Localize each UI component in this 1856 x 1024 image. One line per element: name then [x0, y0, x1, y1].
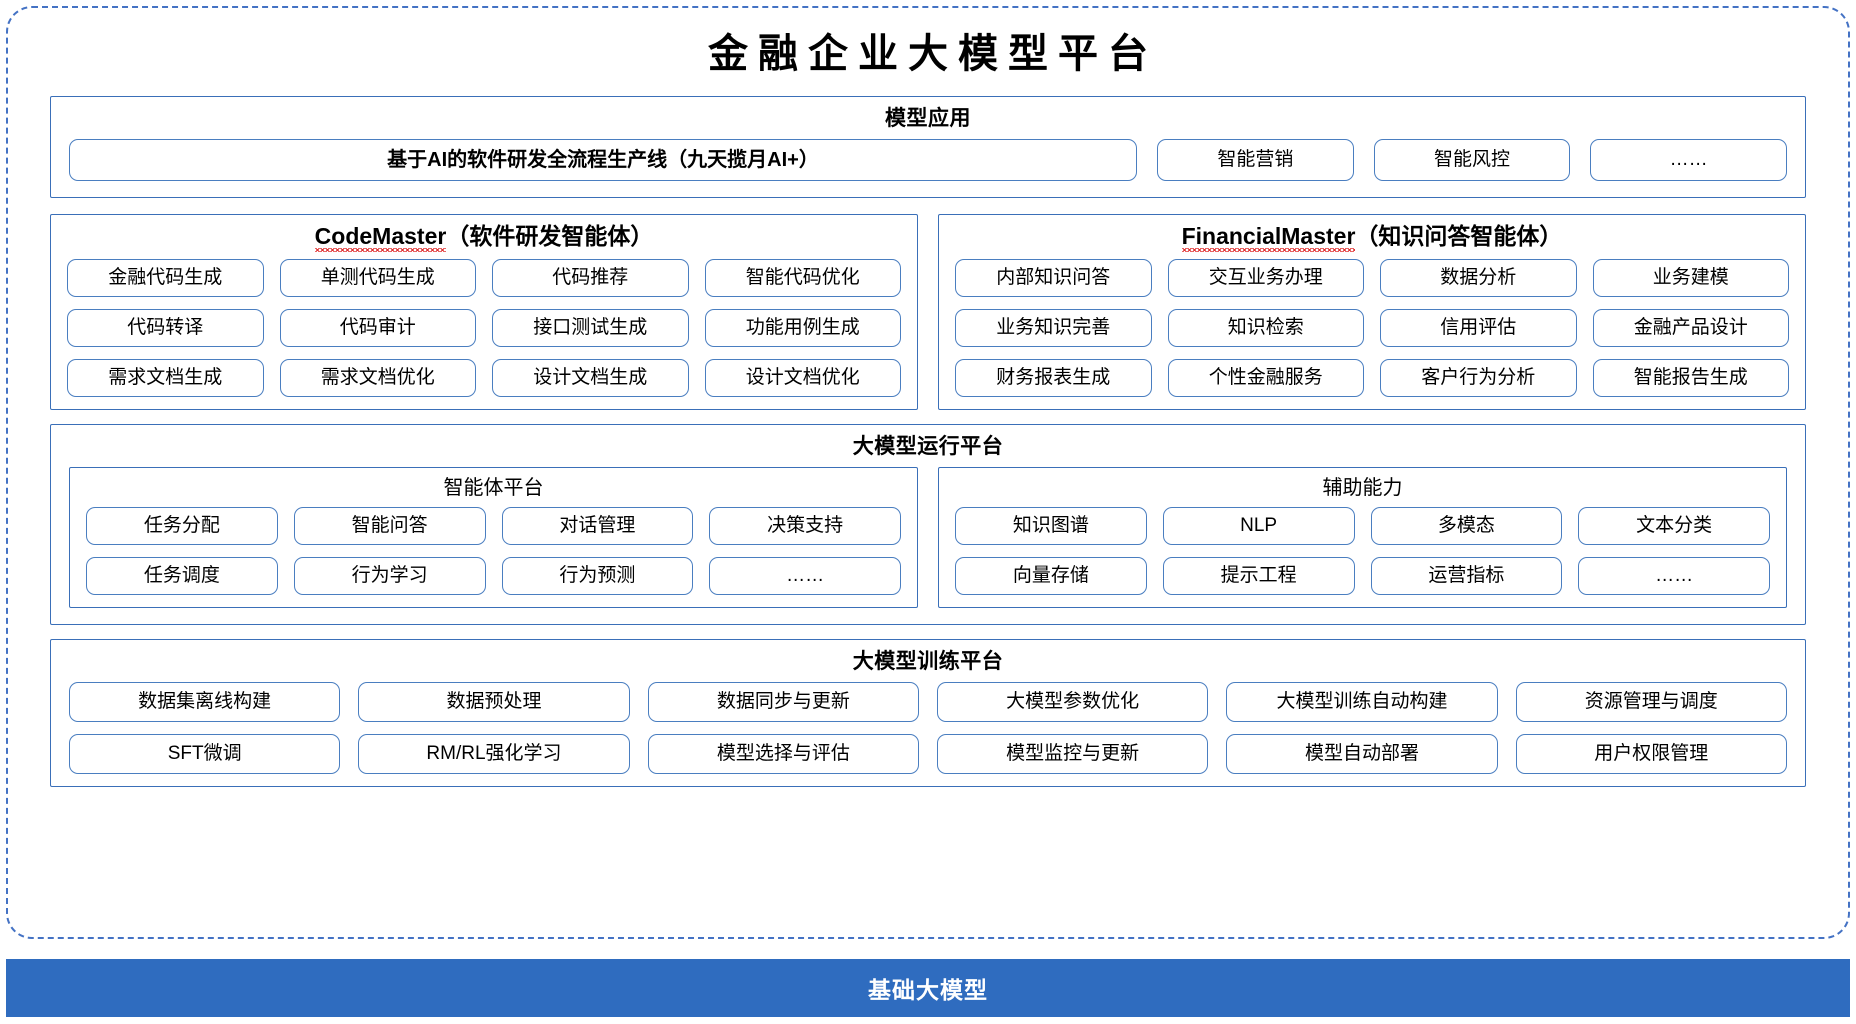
- training-pill-2-2[interactable]: RM/RL强化学习: [358, 734, 630, 774]
- training-pill-2-1[interactable]: SFT微调: [69, 734, 341, 774]
- section-training-platform: 大模型训练平台 数据集离线构建 数据预处理 数据同步与更新 大模型参数优化 大模…: [50, 639, 1806, 787]
- financialmaster-pill-1-4[interactable]: 业务建模: [1592, 259, 1789, 297]
- support-capability-pill-1-2[interactable]: NLP: [1162, 507, 1355, 545]
- training-pill-1-2[interactable]: 数据预处理: [358, 682, 630, 722]
- app-pill-risk-control[interactable]: 智能风控: [1373, 139, 1571, 181]
- financialmaster-pill-2-2[interactable]: 知识检索: [1167, 309, 1364, 347]
- training-platform-heading: 大模型训练平台: [852, 650, 1004, 673]
- codemaster-pill-3-4[interactable]: 设计文档优化: [704, 359, 901, 397]
- support-capability-heading: 辅助能力: [1322, 477, 1403, 499]
- codemaster-pill-1-4[interactable]: 智能代码优化: [704, 259, 901, 297]
- training-pill-1-5[interactable]: 大模型训练自动构建: [1226, 682, 1498, 722]
- agent-codemaster-heading: CodeMaster（软件研发智能体）: [51, 215, 917, 259]
- support-capability-pill-1-4[interactable]: 文本分类: [1578, 507, 1770, 545]
- codemaster-pill-1-2[interactable]: 单测代码生成: [279, 259, 476, 297]
- support-capability-pill-2-2[interactable]: 提示工程: [1162, 557, 1355, 595]
- runtime-column-agent-platform: 智能体平台 任务分配 智能问答 对话管理 决策支持 任务调度 行为学习 行为预测…: [69, 467, 918, 608]
- financialmaster-pill-3-4[interactable]: 智能报告生成: [1592, 359, 1789, 397]
- base-model-label: 基础大模型: [868, 977, 988, 1003]
- codemaster-pill-3-3[interactable]: 设计文档生成: [492, 359, 689, 397]
- app-primary-pill[interactable]: 基于AI的软件研发全流程生产线（九天揽月AI+）: [69, 139, 1137, 181]
- training-row-2: SFT微调 RM/RL强化学习 模型选择与评估 模型监控与更新 模型自动部署 用…: [51, 734, 1805, 786]
- financialmaster-pill-1-3[interactable]: 数据分析: [1380, 259, 1577, 297]
- financialmaster-pill-3-2[interactable]: 个性金融服务: [1167, 359, 1364, 397]
- support-capability-pill-2-4[interactable]: ……: [1578, 557, 1770, 595]
- agent-platform-pill-1-4[interactable]: 决策支持: [709, 507, 901, 545]
- financialmaster-pill-1-2[interactable]: 交互业务办理: [1167, 259, 1364, 297]
- training-pill-2-4[interactable]: 模型监控与更新: [936, 734, 1209, 774]
- support-capability-row-2: 向量存储 提示工程 运营指标 ……: [939, 557, 1786, 607]
- codemaster-row-1: 金融代码生成 单测代码生成 代码推荐 智能代码优化: [51, 259, 917, 309]
- financialmaster-row-3: 财务报表生成 个性金融服务 客户行为分析 智能报告生成: [939, 359, 1805, 409]
- model-application-heading: 模型应用: [885, 107, 971, 130]
- codemaster-pill-2-3[interactable]: 接口测试生成: [492, 309, 689, 347]
- app-pill-marketing[interactable]: 智能营销: [1157, 139, 1354, 181]
- support-capability-pill-1-3[interactable]: 多模态: [1370, 507, 1563, 545]
- agent-financialmaster-heading: FinancialMaster（知识问答智能体）: [939, 215, 1805, 259]
- section-runtime-platform: 大模型运行平台 智能体平台 任务分配 智能问答 对话管理 决策支持 任务调度 行…: [50, 424, 1806, 625]
- agent-codemaster-name: CodeMaster: [314, 223, 447, 249]
- codemaster-pill-1-3[interactable]: 代码推荐: [492, 259, 689, 297]
- training-row-1: 数据集离线构建 数据预处理 数据同步与更新 大模型参数优化 大模型训练自动构建 …: [51, 682, 1805, 734]
- financialmaster-row-1: 内部知识问答 交互业务办理 数据分析 业务建模: [939, 259, 1805, 309]
- financialmaster-pill-3-3[interactable]: 客户行为分析: [1380, 359, 1577, 397]
- training-pill-1-4[interactable]: 大模型参数优化: [936, 682, 1209, 722]
- training-pill-1-3[interactable]: 数据同步与更新: [647, 682, 919, 722]
- diagram-outer-frame: 金融企业大模型平台 模型应用 基于AI的软件研发全流程生产线（九天揽月AI+） …: [6, 6, 1850, 939]
- agent-platform-pill-2-3[interactable]: 行为预测: [501, 557, 694, 595]
- app-pill-more[interactable]: ……: [1590, 139, 1788, 181]
- codemaster-pill-2-1[interactable]: 代码转译: [67, 309, 264, 347]
- page-title: 金融企业大模型平台: [708, 30, 1158, 77]
- codemaster-pill-3-2[interactable]: 需求文档优化: [279, 359, 476, 397]
- training-pill-2-6[interactable]: 用户权限管理: [1515, 734, 1787, 774]
- agent-platform-pill-1-3[interactable]: 对话管理: [501, 507, 694, 545]
- agent-financialmaster-suffix: （知识问答智能体）: [1355, 223, 1563, 249]
- agent-platform-row-2: 任务调度 行为学习 行为预测 ……: [70, 557, 917, 607]
- support-capability-pill-2-1[interactable]: 向量存储: [955, 557, 1147, 595]
- codemaster-row-2: 代码转译 代码审计 接口测试生成 功能用例生成: [51, 309, 917, 359]
- training-pill-1-1[interactable]: 数据集离线构建: [69, 682, 341, 722]
- agent-platform-pill-2-1[interactable]: 任务调度: [86, 557, 278, 595]
- training-pill-1-6[interactable]: 资源管理与调度: [1515, 682, 1787, 722]
- agent-platform-pill-1-2[interactable]: 智能问答: [293, 507, 486, 545]
- financialmaster-row-2: 业务知识完善 知识检索 信用评估 金融产品设计: [939, 309, 1805, 359]
- support-capability-pill-2-3[interactable]: 运营指标: [1370, 557, 1563, 595]
- agent-panel-financialmaster: FinancialMaster（知识问答智能体） 内部知识问答 交互业务办理 数…: [938, 214, 1806, 410]
- section-agents: CodeMaster（软件研发智能体） 金融代码生成 单测代码生成 代码推荐 智…: [50, 214, 1806, 410]
- section-model-application: 模型应用 基于AI的软件研发全流程生产线（九天揽月AI+） 智能营销 智能风控 …: [50, 96, 1806, 198]
- agent-panel-codemaster: CodeMaster（软件研发智能体） 金融代码生成 单测代码生成 代码推荐 智…: [50, 214, 918, 410]
- runtime-columns: 智能体平台 任务分配 智能问答 对话管理 决策支持 任务调度 行为学习 行为预测…: [51, 467, 1805, 624]
- codemaster-pill-1-1[interactable]: 金融代码生成: [67, 259, 264, 297]
- financialmaster-pill-2-1[interactable]: 业务知识完善: [955, 309, 1152, 347]
- agent-platform-row-1: 任务分配 智能问答 对话管理 决策支持: [70, 507, 917, 557]
- support-capability-row-1: 知识图谱 NLP 多模态 文本分类: [939, 507, 1786, 557]
- agent-platform-pill-2-4[interactable]: ……: [709, 557, 901, 595]
- codemaster-pill-2-4[interactable]: 功能用例生成: [704, 309, 901, 347]
- base-model-bar: 基础大模型: [6, 959, 1850, 1017]
- runtime-platform-heading: 大模型运行平台: [852, 435, 1004, 458]
- codemaster-row-3: 需求文档生成 需求文档优化 设计文档生成 设计文档优化: [51, 359, 917, 409]
- agent-platform-pill-1-1[interactable]: 任务分配: [86, 507, 278, 545]
- support-capability-pill-1-1[interactable]: 知识图谱: [955, 507, 1147, 545]
- agent-financialmaster-name: FinancialMaster: [1181, 223, 1356, 249]
- financialmaster-pill-2-3[interactable]: 信用评估: [1380, 309, 1577, 347]
- financialmaster-pill-3-1[interactable]: 财务报表生成: [955, 359, 1152, 397]
- runtime-column-support-capability: 辅助能力 知识图谱 NLP 多模态 文本分类 向量存储 提示工程 运营指标 ……: [938, 467, 1787, 608]
- training-pill-2-5[interactable]: 模型自动部署: [1226, 734, 1498, 774]
- agent-codemaster-suffix: （软件研发智能体）: [446, 223, 654, 249]
- financialmaster-pill-2-4[interactable]: 金融产品设计: [1592, 309, 1789, 347]
- financialmaster-pill-1-1[interactable]: 内部知识问答: [955, 259, 1152, 297]
- agent-platform-heading: 智能体平台: [443, 477, 544, 499]
- agent-platform-pill-2-2[interactable]: 行为学习: [293, 557, 486, 595]
- model-application-items: 基于AI的软件研发全流程生产线（九天揽月AI+） 智能营销 智能风控 ……: [51, 139, 1805, 197]
- codemaster-pill-3-1[interactable]: 需求文档生成: [67, 359, 264, 397]
- codemaster-pill-2-2[interactable]: 代码审计: [279, 309, 476, 347]
- training-pill-2-3[interactable]: 模型选择与评估: [647, 734, 919, 774]
